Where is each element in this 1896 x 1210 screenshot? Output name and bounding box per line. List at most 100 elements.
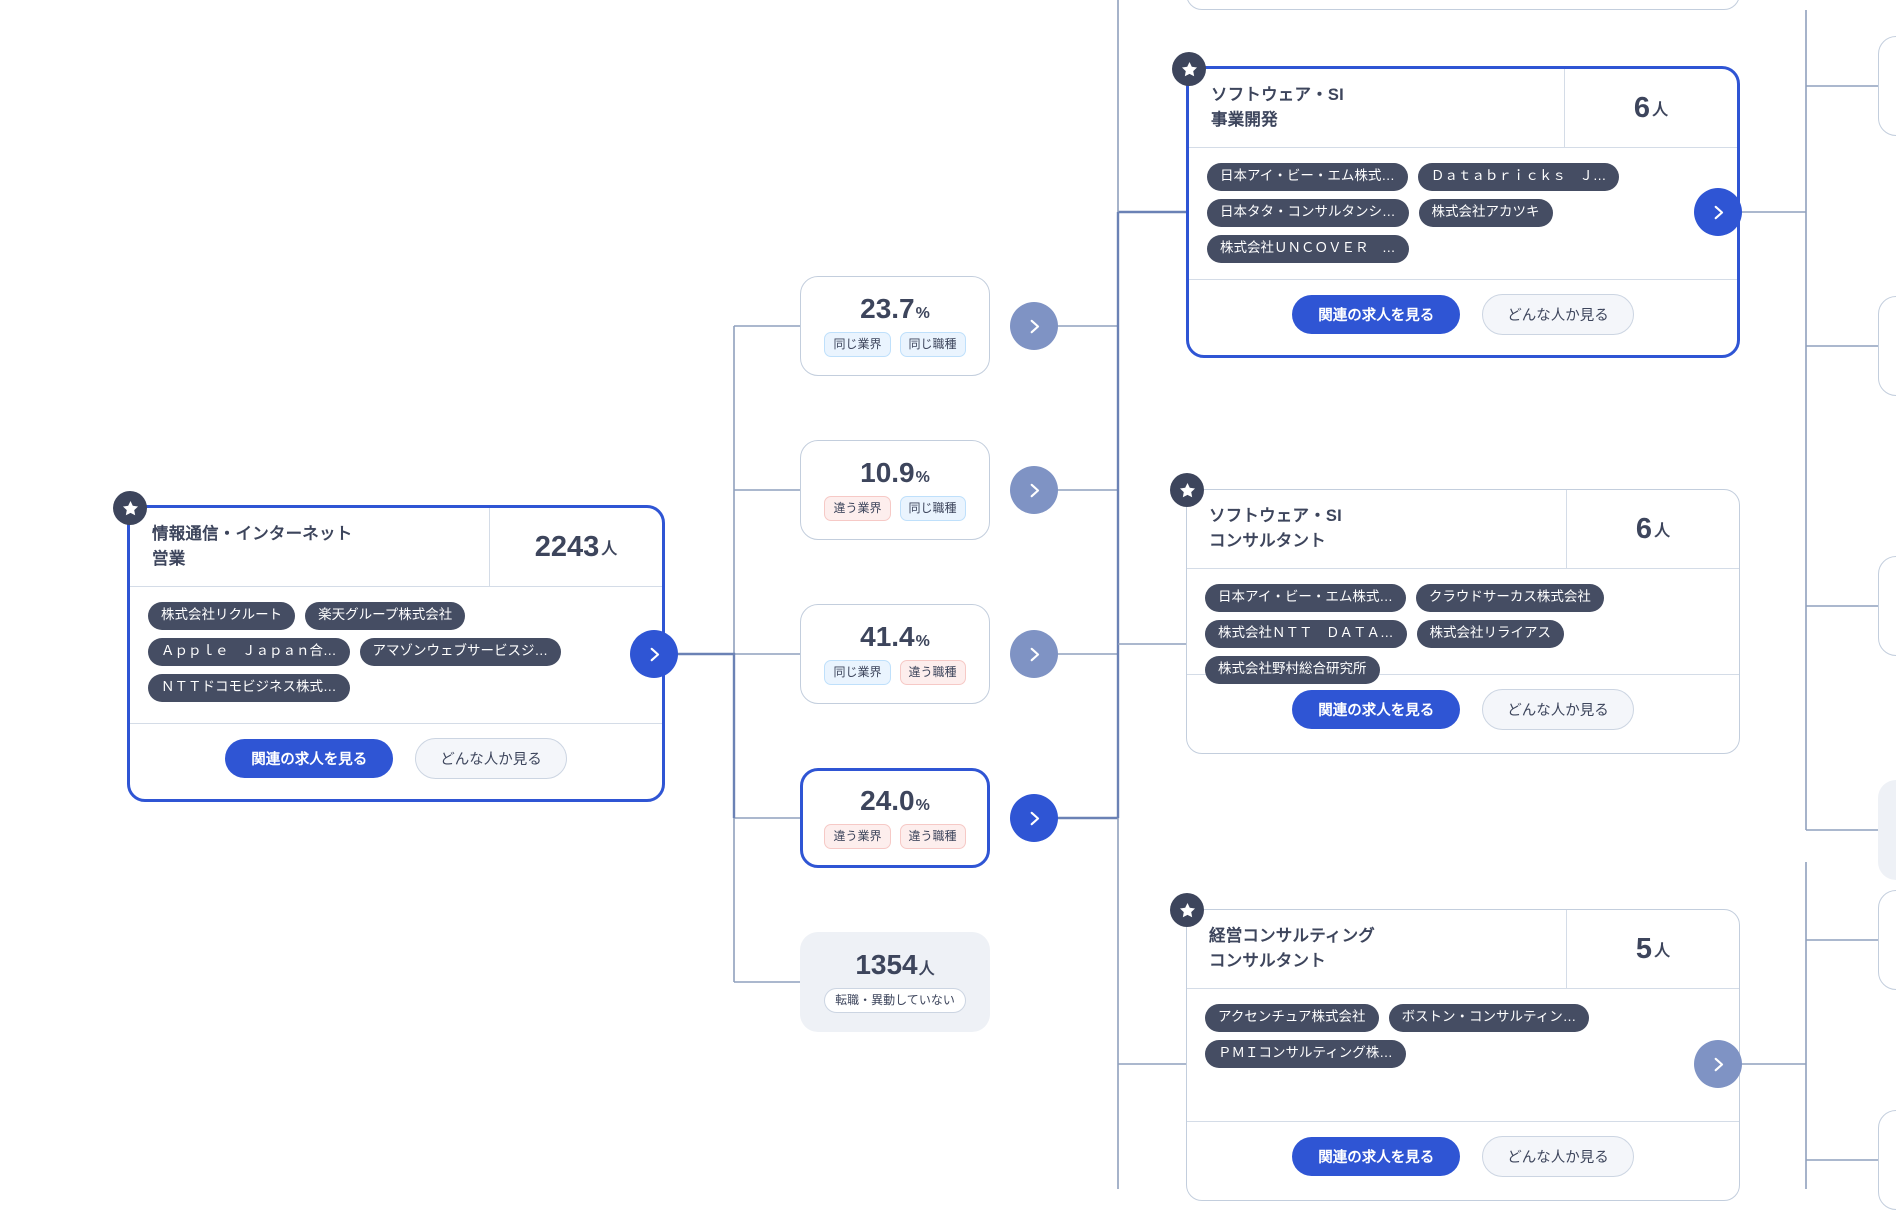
- rate-value: 23.7: [860, 293, 915, 324]
- chevron-right-icon: [1714, 205, 1723, 219]
- company-chip[interactable]: アクセンチュア株式会社: [1205, 1004, 1379, 1032]
- destination-occupation: 事業開発: [1211, 111, 1278, 129]
- company-chip[interactable]: ボストン・コンサルティン…: [1388, 1004, 1590, 1032]
- rate-expand-chevron-button[interactable]: [1010, 630, 1058, 678]
- view-related-jobs-button[interactable]: 関連の求人を見る: [1292, 1137, 1461, 1176]
- rate-value-wrap: 41.4%: [860, 623, 930, 651]
- chevron-right-icon: [1030, 811, 1039, 825]
- chevron-right-icon: [1030, 483, 1039, 497]
- view-people-button[interactable]: どんな人か見る: [1482, 1136, 1634, 1177]
- rate-unit: %: [915, 305, 930, 322]
- destination-expand-chevron-button[interactable]: [1694, 188, 1742, 236]
- destination-card-actions: 関連の求人を見る どんな人か見る: [1187, 1122, 1739, 1193]
- rate-value-wrap: 24.0%: [860, 787, 930, 815]
- rate-tags: 同じ業界 同じ職種: [824, 332, 966, 357]
- view-related-jobs-button[interactable]: 関連の求人を見る: [1292, 295, 1461, 334]
- chevron-right-icon: [1030, 647, 1039, 661]
- industry-tag: 同じ業界: [824, 660, 891, 685]
- occupation-tag: 違う職種: [899, 824, 966, 849]
- destination-count-unit: 人: [1654, 943, 1671, 960]
- company-chip[interactable]: 株式会社リクルート: [148, 602, 296, 630]
- occupation-tag: 同じ職種: [899, 332, 966, 357]
- next-level-stay-card-partial[interactable]: [1878, 780, 1896, 880]
- rate-value-wrap: 23.7%: [860, 295, 930, 323]
- company-chip[interactable]: 株式会社野村総合研究所: [1205, 655, 1380, 684]
- destination-company-chips: 日本アイ・ビー・エム株式… Ｄａｔａｂｒｉｃｋｓ Ｊ… 日本タタ・コンサルタンシ…: [1189, 148, 1737, 280]
- company-chip[interactable]: 株式会社リライアス: [1416, 619, 1564, 648]
- company-chip[interactable]: 日本アイ・ビー・エム株式…: [1205, 584, 1406, 612]
- source-industry: 情報通信・インターネット: [152, 525, 353, 544]
- company-chip[interactable]: 株式会社アカツキ: [1418, 198, 1553, 227]
- company-chip[interactable]: ＰＭＩコンサルティング株…: [1205, 1039, 1406, 1068]
- rate-expand-chevron-button[interactable]: [1010, 302, 1058, 350]
- company-chip[interactable]: クラウドサーカス株式会社: [1415, 584, 1604, 612]
- next-level-rate-card-partial[interactable]: [1878, 1110, 1896, 1210]
- star-icon: [1170, 893, 1204, 927]
- source-expand-chevron-button[interactable]: [630, 630, 678, 678]
- transition-rate-card[interactable]: 23.7% 同じ業界 同じ職種: [800, 276, 990, 376]
- rate-expand-chevron-button[interactable]: [1010, 466, 1058, 514]
- transition-rate-card[interactable]: 10.9% 違う業界 同じ職種: [800, 440, 990, 540]
- destination-expand-chevron-button[interactable]: [1694, 1040, 1742, 1088]
- stay-count-unit: 人: [918, 961, 935, 978]
- destination-card-title: ソフトウェア・SI 事業開発: [1189, 69, 1565, 147]
- company-chip[interactable]: 株式会社ＵＮＣＯＶＥＲ …: [1207, 234, 1409, 263]
- occupation-tag: 同じ職種: [899, 496, 966, 521]
- next-level-rate-card-partial[interactable]: [1878, 556, 1896, 656]
- rate-value: 10.9: [860, 457, 915, 488]
- destination-card-actions: 関連の求人を見る どんな人か見る: [1189, 280, 1737, 351]
- destination-card-title: 経営コンサルティング コンサルタント: [1187, 910, 1567, 988]
- rate-tags: 違う業界 同じ職種: [824, 496, 966, 521]
- company-chip[interactable]: 日本アイ・ビー・エム株式…: [1207, 163, 1408, 191]
- company-chip[interactable]: 日本タタ・コンサルタンシ…: [1207, 198, 1409, 227]
- view-people-button[interactable]: どんな人か見る: [1482, 689, 1634, 730]
- transition-rate-card[interactable]: 41.4% 同じ業界 違う職種: [800, 604, 990, 704]
- destination-industry: ソフトウェア・SI: [1211, 86, 1344, 105]
- view-related-jobs-button[interactable]: 関連の求人を見る: [225, 739, 394, 778]
- industry-tag: 同じ業界: [824, 332, 891, 357]
- view-people-button[interactable]: どんな人か見る: [1482, 294, 1634, 335]
- company-chip[interactable]: 楽天グループ株式会社: [305, 602, 466, 630]
- stay-tag: 転職・異動していない: [824, 988, 966, 1013]
- view-people-button[interactable]: どんな人か見る: [415, 738, 567, 779]
- rate-value: 24.0: [860, 785, 915, 816]
- source-count-value: 2243: [534, 530, 600, 563]
- company-chip[interactable]: ＮＴＴドコモビジネス株式…: [148, 673, 350, 702]
- destination-count-unit: 人: [1652, 102, 1669, 119]
- next-level-rate-card-partial[interactable]: [1878, 296, 1896, 396]
- source-count-unit: 人: [601, 541, 618, 558]
- next-level-rate-card-partial[interactable]: [1878, 890, 1896, 990]
- view-related-jobs-button[interactable]: 関連の求人を見る: [1292, 690, 1461, 729]
- stay-count-value: 1354: [855, 949, 918, 980]
- stay-node-card[interactable]: 1354人 転職・異動していない: [800, 932, 990, 1032]
- rate-expand-chevron-button-selected[interactable]: [1010, 794, 1058, 842]
- rate-tags: 違う業界 違う職種: [824, 824, 966, 849]
- destination-card-partial-top[interactable]: [1186, 0, 1740, 10]
- company-chip[interactable]: Ｄａｔａｂｒｉｃｋｓ Ｊ…: [1417, 163, 1620, 191]
- company-chip[interactable]: アマゾンウェブサービスジ…: [359, 637, 561, 666]
- next-level-rate-card-partial[interactable]: [1878, 36, 1896, 136]
- transition-rate-card-selected[interactable]: 24.0% 違う業界 違う職種: [800, 768, 990, 868]
- rate-unit: %: [915, 469, 930, 486]
- rate-value-wrap: 10.9%: [860, 459, 930, 487]
- destination-card-actions: 関連の求人を見る どんな人か見る: [1187, 675, 1739, 746]
- source-company-chips: 株式会社リクルート 楽天グループ株式会社 Ａｐｐｌｅ Ｊａｐａｎ合… アマゾンウ…: [130, 587, 662, 724]
- destination-card-title: ソフトウェア・SI コンサルタント: [1187, 490, 1567, 568]
- destination-count-value: 5: [1635, 932, 1653, 965]
- company-chip[interactable]: 株式会社ＮＴＴ ＤＡＴＡ…: [1205, 619, 1407, 648]
- stay-count-wrap: 1354人: [855, 951, 934, 979]
- company-chip[interactable]: Ａｐｐｌｅ Ｊａｐａｎ合…: [148, 637, 350, 666]
